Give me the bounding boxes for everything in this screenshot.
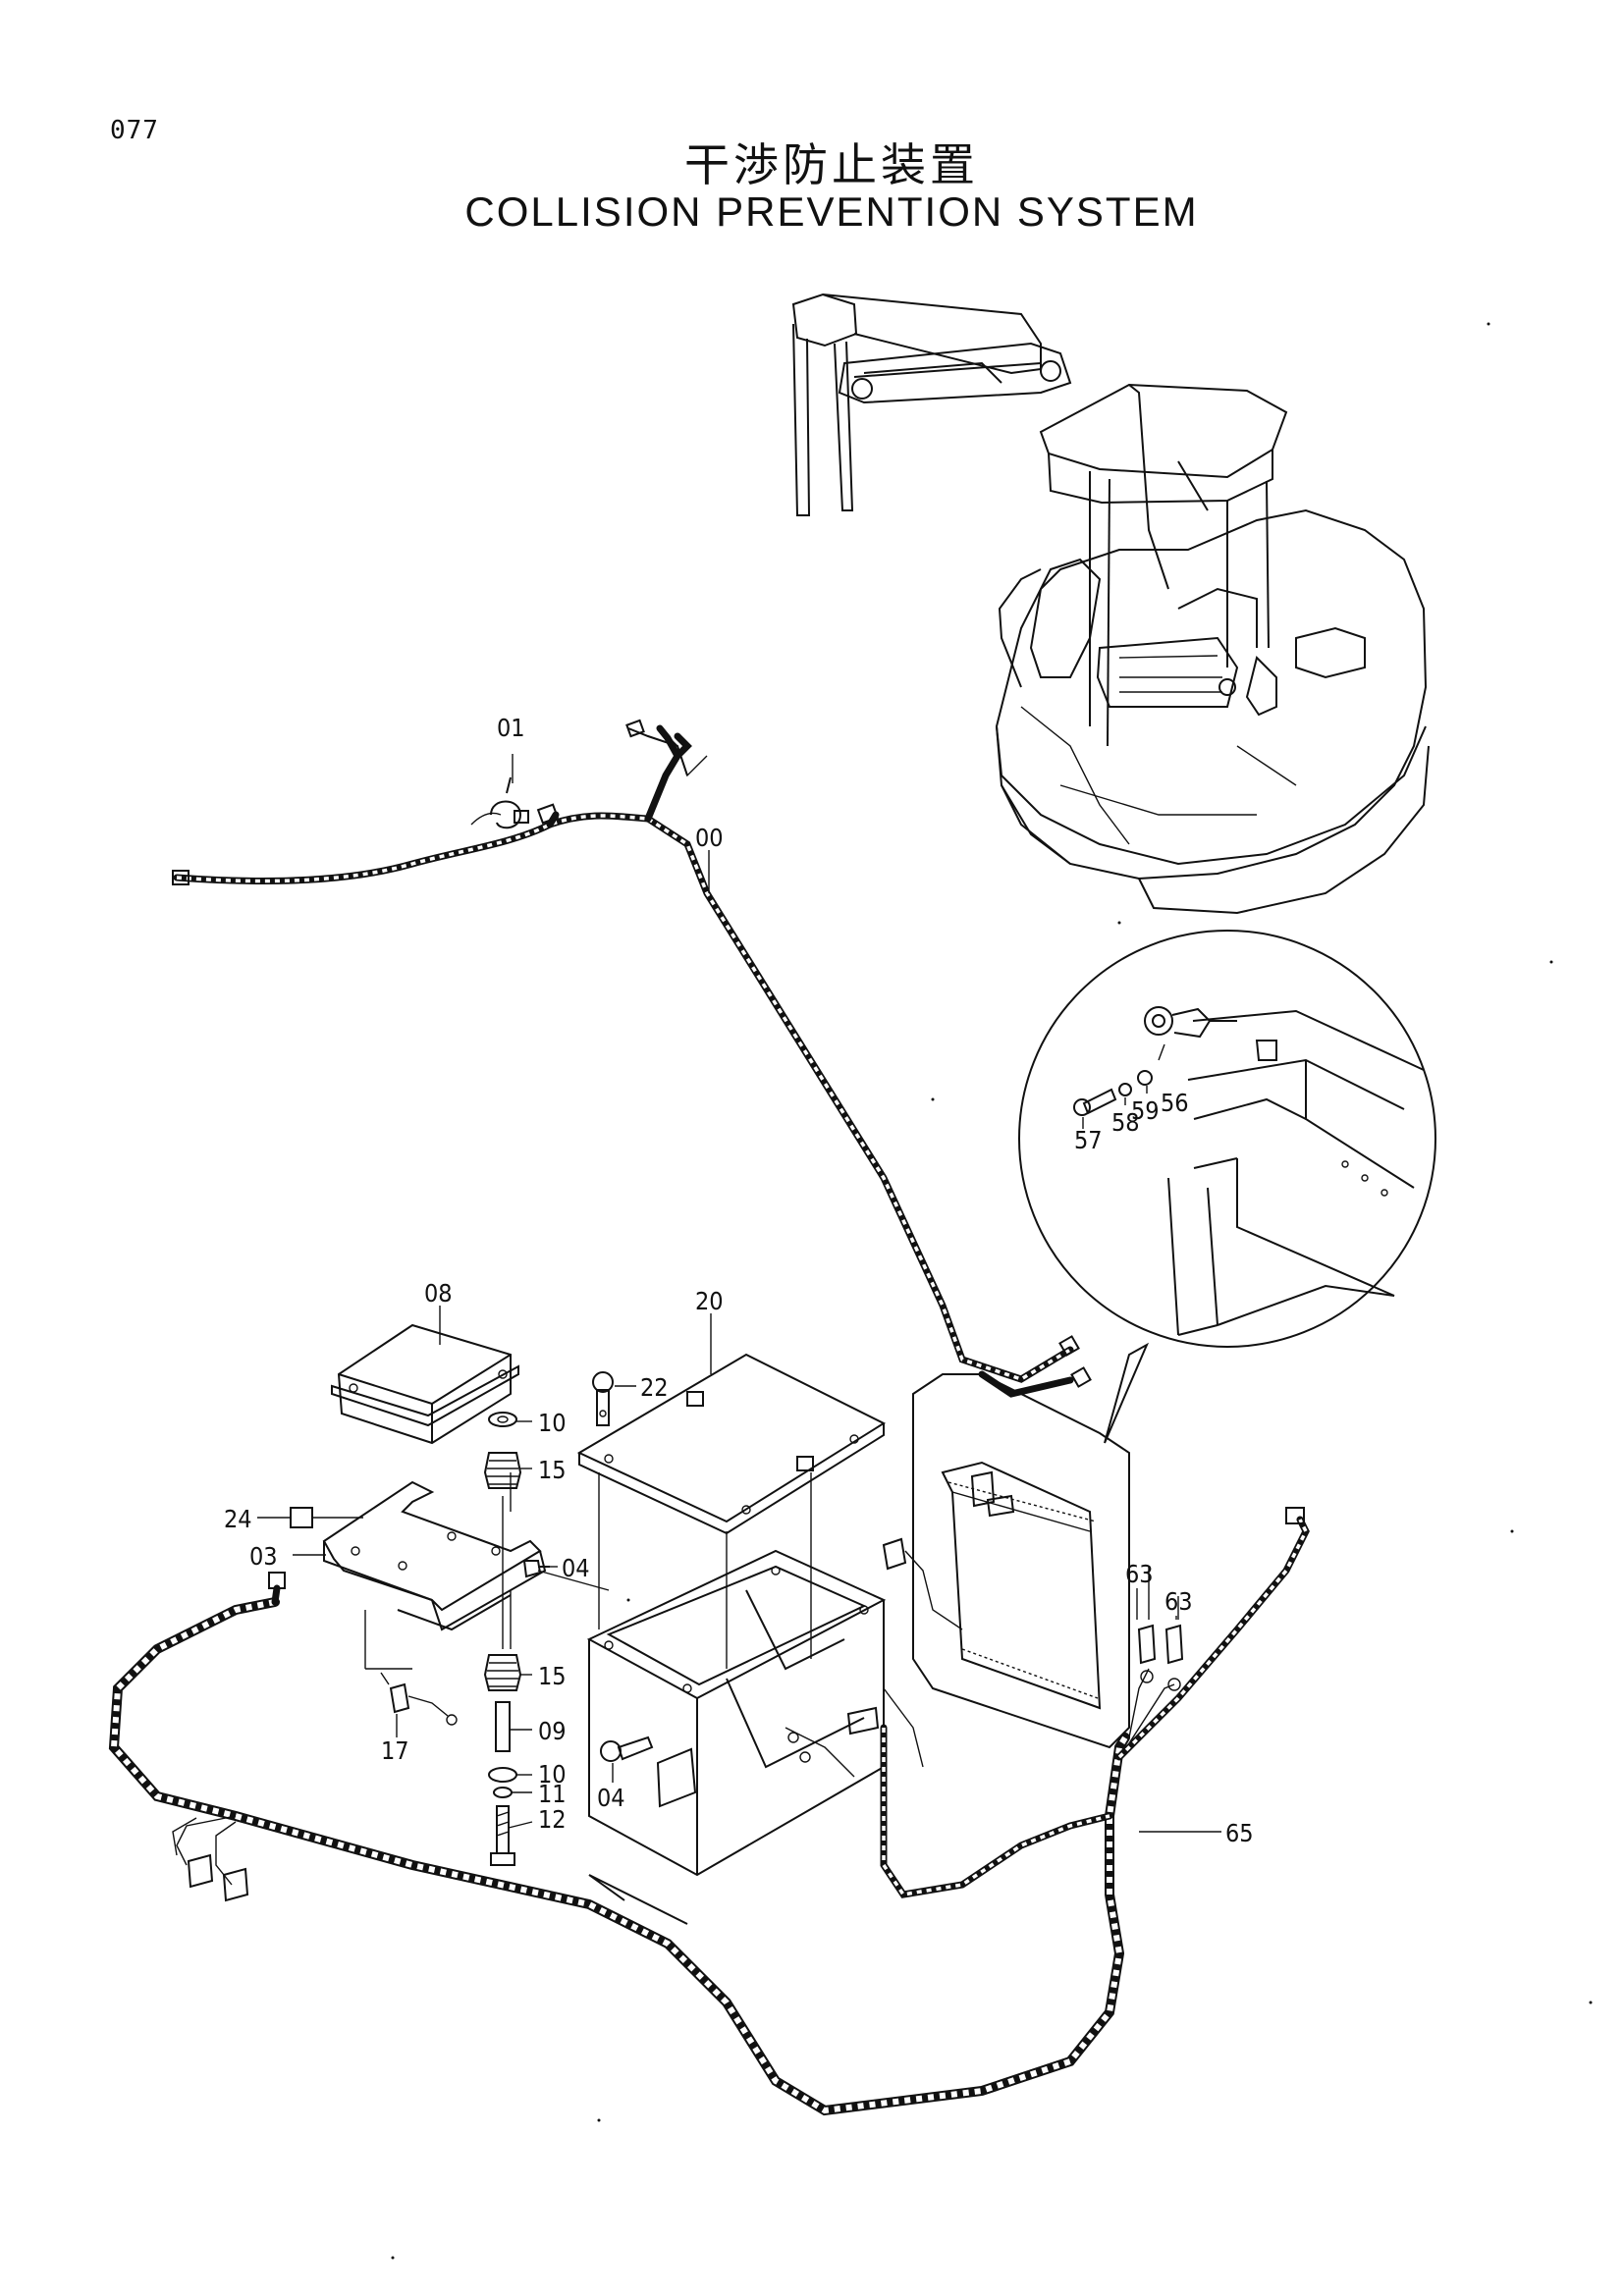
excavator-overview-illustration (791, 293, 1430, 915)
callout-65: 65 (1225, 1819, 1254, 1847)
title-japanese: 干渉防止装置 (684, 138, 979, 191)
detail-inset-circle (1018, 930, 1436, 1348)
callout-09: 09 (538, 1717, 567, 1745)
bolt-04-upper (522, 1560, 550, 1578)
page-number: 077 (110, 116, 159, 145)
callout-labels: 01 00 08 20 22 10 15 24 03 04 15 09 10 1… (224, 714, 1254, 1847)
callout-08: 08 (424, 1279, 453, 1308)
controller-unit-illustration (331, 1323, 519, 1445)
wire-harness-lower (108, 1507, 1310, 2116)
callout-59: 59 (1131, 1096, 1160, 1125)
callout-00: 00 (695, 824, 724, 852)
callout-11: 11 (538, 1780, 567, 1808)
callout-63-right: 63 (1164, 1587, 1193, 1616)
wire-harness-upper (172, 719, 1092, 1398)
monitor-frame-illustration (882, 1373, 1184, 1749)
lower-fastener-stack (483, 1496, 522, 1866)
callout-12: 12 (538, 1805, 567, 1834)
callout-56: 56 (1161, 1089, 1189, 1117)
callout-01: 01 (497, 714, 525, 742)
scan-specks (391, 322, 1593, 2260)
callout-15-lower: 15 (538, 1662, 567, 1690)
rubber-mount-15-upper (483, 1452, 522, 1489)
callout-10-lower: 10 (538, 1760, 567, 1789)
callout-03: 03 (249, 1542, 278, 1571)
washer-10-upper (488, 1412, 517, 1427)
callout-22: 22 (640, 1373, 669, 1402)
callout-10-upper: 10 (538, 1409, 567, 1437)
callout-04-upper: 04 (562, 1554, 590, 1582)
connector-24 (290, 1507, 313, 1528)
callout-57: 57 (1074, 1126, 1103, 1154)
callout-24: 24 (224, 1505, 252, 1533)
mounting-bracket-illustration (322, 1472, 610, 1670)
leader-lines (257, 754, 1177, 1829)
cover-plate-and-frame-illustration (576, 1353, 924, 1925)
title-english: COLLISION PREVENTION SYSTEM (464, 188, 1199, 235)
callout-15-upper: 15 (538, 1456, 567, 1484)
switch-17 (380, 1672, 458, 1726)
callout-20: 20 (695, 1287, 724, 1315)
detail-pointer (1104, 1342, 1150, 1444)
callout-04-lower: 04 (597, 1784, 625, 1812)
callout-63-left: 63 (1125, 1560, 1154, 1588)
callout-58: 58 (1111, 1108, 1140, 1137)
callout-17: 17 (381, 1736, 409, 1765)
